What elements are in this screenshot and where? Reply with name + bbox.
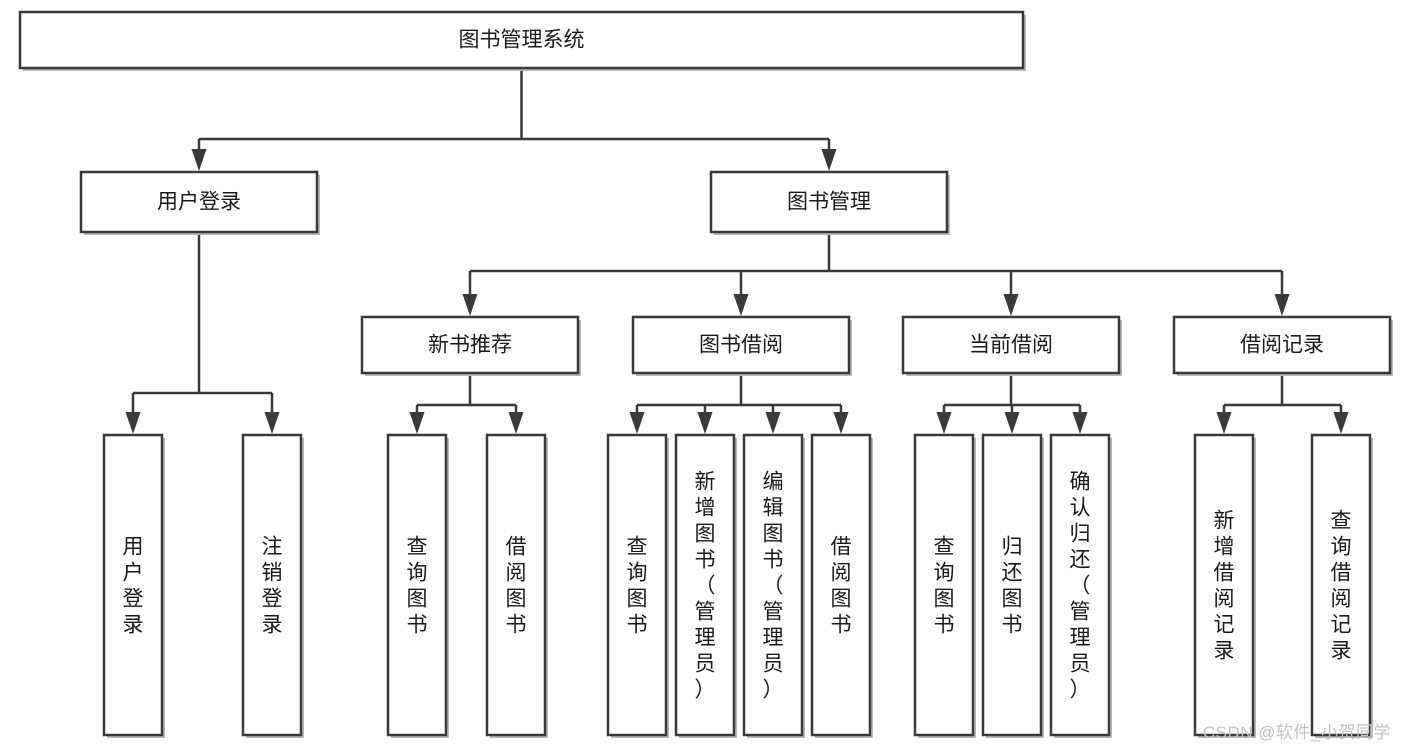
node-rect[interactable] xyxy=(1049,433,1111,737)
edge-group-当前借阅 xyxy=(936,373,1088,434)
arrow-head-icon xyxy=(1333,412,1349,434)
node-label: 查询图书 xyxy=(407,535,428,636)
node-label: 当前借阅 xyxy=(969,334,1053,357)
node-rect[interactable] xyxy=(360,315,580,375)
node-label: 借阅图书 xyxy=(506,535,527,636)
node-label: 查询图书 xyxy=(627,535,648,636)
node-label: 用户登录 xyxy=(123,535,144,636)
node-label: 借阅记录 xyxy=(1240,334,1324,357)
arrow-head-icon xyxy=(1216,412,1232,434)
node-label: 图书借阅 xyxy=(699,334,783,357)
node-label: 图书管理 xyxy=(787,191,871,214)
node-label: 确认归还（管理员） xyxy=(1070,470,1091,701)
node-rect[interactable] xyxy=(18,10,1025,70)
node-leaf-8-查询图书[interactable]: 查询图书 xyxy=(913,433,976,738)
edge-group-图书借阅 xyxy=(629,373,849,434)
node-rect[interactable] xyxy=(674,433,736,737)
arrow-head-icon xyxy=(697,412,713,434)
node-rect[interactable] xyxy=(742,433,804,737)
arrow-head-icon xyxy=(1072,412,1088,434)
node-leaf-6-编辑图书管理员[interactable]: 编辑图书（管理员） xyxy=(742,433,805,738)
watermark-text: CSDN @软件_小贺同学 xyxy=(1202,723,1391,742)
node-leaf-5-新增图书管理员[interactable]: 新增图书（管理员） xyxy=(674,433,737,738)
node-leaf-0-用户登录[interactable]: 用户登录 xyxy=(102,433,165,738)
arrow-head-icon xyxy=(1274,294,1290,316)
arrow-head-icon xyxy=(1003,294,1019,316)
arrow-head-icon xyxy=(821,149,837,171)
node-label: 图书管理系统 xyxy=(459,29,585,52)
node-rect[interactable] xyxy=(386,433,448,737)
node-leaf-12-查询借阅记录[interactable]: 查询借阅记录 xyxy=(1310,433,1373,738)
arrow-head-icon xyxy=(191,149,207,171)
node-rect[interactable] xyxy=(901,315,1121,375)
node-leaf-3-借阅图书[interactable]: 借阅图书 xyxy=(485,433,548,738)
node-leaf-2-查询图书[interactable]: 查询图书 xyxy=(386,433,449,738)
edge-group-用户登录 xyxy=(125,232,280,434)
node-leaf-7-借阅图书[interactable]: 借阅图书 xyxy=(810,433,873,738)
node-label: 归还图书 xyxy=(1002,535,1023,636)
arrow-head-icon xyxy=(1004,412,1020,434)
node-label: 查询借阅记录 xyxy=(1331,509,1352,662)
node-rect[interactable] xyxy=(1193,433,1255,737)
node-leaf-9-归还图书[interactable]: 归还图书 xyxy=(981,433,1044,738)
node-label: 新增图书（管理员） xyxy=(695,470,716,701)
node-rect[interactable] xyxy=(810,433,872,737)
node-leaf-11-新增借阅记录[interactable]: 新增借阅记录 xyxy=(1193,433,1256,738)
node-level3-图书借阅[interactable]: 图书借阅 xyxy=(631,315,852,376)
node-label: 新书推荐 xyxy=(428,334,512,357)
node-level2-用户登录[interactable]: 用户登录 xyxy=(79,170,320,235)
node-rect[interactable] xyxy=(913,433,975,737)
node-leaf-4-查询图书[interactable]: 查询图书 xyxy=(606,433,669,738)
node-root-图书管理系统[interactable]: 图书管理系统 xyxy=(18,10,1026,71)
node-rect[interactable] xyxy=(631,315,851,375)
node-label: 编辑图书（管理员） xyxy=(763,470,784,701)
node-label: 用户登录 xyxy=(157,191,241,214)
arrow-head-icon xyxy=(733,294,749,316)
node-label: 新增借阅记录 xyxy=(1214,509,1235,662)
edge-group-新书推荐 xyxy=(409,373,524,434)
node-label: 借阅图书 xyxy=(831,535,852,636)
node-layer: 图书管理系统用户登录图书管理新书推荐图书借阅当前借阅借阅记录用户登录注销登录查询… xyxy=(18,10,1393,738)
node-level3-新书推荐[interactable]: 新书推荐 xyxy=(360,315,581,376)
arrow-head-icon xyxy=(765,412,781,434)
node-level3-借阅记录[interactable]: 借阅记录 xyxy=(1172,315,1393,376)
node-rect[interactable] xyxy=(1310,433,1372,737)
connector-layer xyxy=(125,68,1349,434)
node-rect[interactable] xyxy=(606,433,668,737)
arrow-head-icon xyxy=(936,412,952,434)
node-rect[interactable] xyxy=(981,433,1043,737)
arrow-head-icon xyxy=(264,412,280,434)
node-label: 查询图书 xyxy=(934,535,955,636)
arrow-head-icon xyxy=(409,412,425,434)
node-rect[interactable] xyxy=(79,170,319,234)
node-rect[interactable] xyxy=(485,433,547,737)
node-rect[interactable] xyxy=(241,433,303,737)
node-leaf-10-确认归还管理员[interactable]: 确认归还（管理员） xyxy=(1049,433,1112,738)
arrow-head-icon xyxy=(462,294,478,316)
arrow-head-icon xyxy=(125,412,141,434)
arrow-head-icon xyxy=(833,412,849,434)
node-rect[interactable] xyxy=(1172,315,1392,375)
edge-group-借阅记录 xyxy=(1216,373,1349,434)
node-rect[interactable] xyxy=(102,433,164,737)
node-level3-当前借阅[interactable]: 当前借阅 xyxy=(901,315,1122,376)
arrow-head-icon xyxy=(629,412,645,434)
arrow-head-icon xyxy=(508,412,524,434)
edge-group-图书管理系统 xyxy=(191,68,837,171)
node-rect[interactable] xyxy=(709,170,949,234)
node-label: 注销登录 xyxy=(262,535,283,636)
edge-group-图书管理 xyxy=(462,232,1290,316)
node-leaf-1-注销登录[interactable]: 注销登录 xyxy=(241,433,304,738)
node-level2-图书管理[interactable]: 图书管理 xyxy=(709,170,950,235)
